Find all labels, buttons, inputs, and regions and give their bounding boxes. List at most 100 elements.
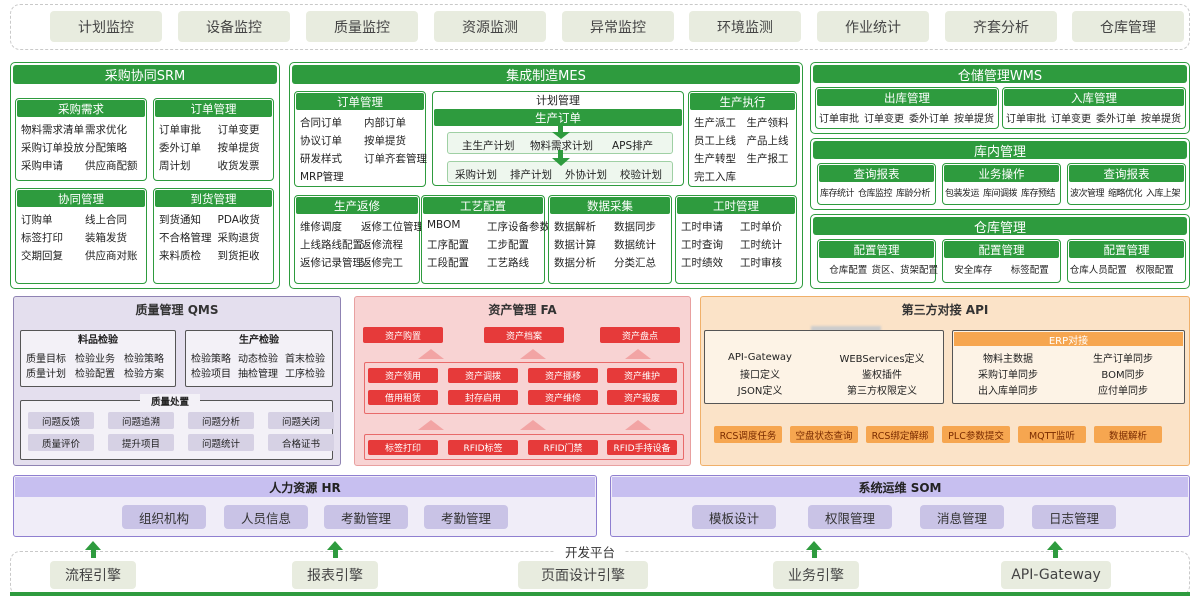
qms-handle-item: 质量评价 — [28, 434, 94, 451]
hr-item[interactable]: 组织机构 — [122, 505, 206, 529]
fa-bottom-item: RFID标签 — [448, 440, 518, 455]
hr-item[interactable]: 人员信息 — [224, 505, 308, 529]
srm-demand-item: 采购申请 — [21, 160, 63, 172]
som-item[interactable]: 日志管理 — [1032, 505, 1116, 529]
fa-mid2-item: 借用租赁 — [368, 390, 438, 405]
qms-item-check-box — [20, 330, 176, 387]
wms-inner-item: 库存统计 — [820, 189, 855, 199]
mes-rework-item: 返修工位管理 — [361, 221, 424, 233]
api-left-item: WEBServices定义 — [839, 353, 925, 365]
api-erp-item: 出入库单同步 — [978, 385, 1038, 397]
api-erp-item: 物料主数据 — [983, 353, 1033, 365]
mes-data-item: 数据计算 — [554, 239, 596, 251]
qms-item-check-item: 检验策略 — [124, 354, 164, 365]
srm-order-item: 按单提货 — [217, 142, 260, 154]
srm-order-item: 周计划 — [159, 160, 191, 172]
qms-prod-check-item: 检验策略 — [191, 354, 231, 365]
mes-title: 集成制造MES — [292, 65, 800, 84]
som-item[interactable]: 权限管理 — [808, 505, 892, 529]
wms-out-item: 订单审批 — [819, 114, 859, 125]
wms-title: 仓储管理WMS — [813, 65, 1187, 84]
top-tab-5[interactable]: 异常监控 — [562, 11, 674, 42]
top-tab-9[interactable]: 仓库管理 — [1072, 11, 1184, 42]
wms-inner-item: 仓库监控 — [858, 189, 893, 199]
fa-mid1-item: 资产调拨 — [448, 368, 518, 383]
platform-item[interactable]: 报表引擎 — [292, 561, 378, 589]
mes-exec-item: 生产转型 — [694, 153, 736, 165]
fa-mid2-item: 资产维修 — [528, 390, 598, 405]
fa-mid1-item: 资产维护 — [607, 368, 677, 383]
hr-item[interactable]: 考勤管理 — [424, 505, 508, 529]
top-tab-2[interactable]: 设备监控 — [178, 11, 290, 42]
top-tab-3[interactable]: 质量监控 — [306, 11, 418, 42]
mes-plan-sub: 生产订单 — [434, 109, 682, 126]
top-tab-7[interactable]: 作业统计 — [817, 11, 929, 42]
mes-data-item: 数据统计 — [614, 239, 656, 251]
api-left-item: JSON定义 — [737, 385, 783, 397]
srm-collab-item: 标签打印 — [21, 232, 63, 244]
platform-item[interactable]: 业务引擎 — [773, 561, 859, 589]
srm-arrival-item: 不合格管理 — [159, 232, 212, 244]
wms-inner-item: 包装发运 — [945, 189, 980, 199]
qms-prod-check-item: 工序检验 — [285, 369, 325, 380]
mes-hours-item: 工时统计 — [740, 239, 782, 251]
qms-handle-box — [20, 400, 333, 460]
srm-order-item: 订单审批 — [159, 124, 201, 136]
fa-mid2-item: 资产报废 — [607, 390, 677, 405]
fa-mid1-item: 资产领用 — [368, 368, 438, 383]
wms-wh-item: 安全库存 — [954, 265, 993, 276]
platform-item[interactable]: 页面设计引擎 — [518, 561, 648, 589]
platform-item[interactable]: 流程引擎 — [50, 561, 136, 589]
mes-plan-row2-item: 采购计划 — [455, 169, 497, 181]
plan-arrow-stem-1 — [558, 126, 563, 134]
top-tab-6[interactable]: 环境监测 — [689, 11, 801, 42]
mes-order-item: 内部订单 — [364, 117, 406, 129]
mes-exec-item: 生产领料 — [746, 117, 789, 129]
srm-arrival-item: 来料质检 — [159, 250, 201, 262]
wms-warehouse-title: 仓库管理 — [813, 217, 1187, 236]
hr-item[interactable]: 考勤管理 — [324, 505, 408, 529]
srm-arrival-item: 到货通知 — [159, 214, 201, 226]
qms-prod-check-item: 动态检验 — [238, 354, 278, 365]
mes-process-item: 工段配置 — [427, 257, 469, 269]
srm-demand-item: 分配策略 — [85, 142, 127, 154]
srm-arrival-title: 到货管理 — [155, 190, 272, 207]
wms-out-title: 出库管理 — [817, 89, 997, 106]
api-left-item: 鉴权插件 — [862, 369, 902, 381]
fa-up-arrow — [520, 420, 546, 430]
mes-plan-row1-item: 物料需求计划 — [530, 140, 593, 152]
api-erp-item: BOM同步 — [1101, 369, 1145, 381]
som-title: 系统运维 SOM — [612, 477, 1188, 497]
som-item[interactable]: 消息管理 — [920, 505, 1004, 529]
platform-up-arrow — [806, 541, 822, 550]
top-tab-8[interactable]: 齐套分析 — [945, 11, 1057, 42]
api-chip: 数据解析 — [1094, 426, 1162, 443]
som-item[interactable]: 模板设计 — [692, 505, 776, 529]
mes-order-title: 订单管理 — [296, 93, 424, 110]
platform-title: 开发平台 — [555, 543, 625, 560]
wms-inner-item: 库龄分析 — [896, 189, 931, 199]
qms-item-check-item: 检验配置 — [75, 369, 115, 380]
wms-wh-item: 仓库人员配置 — [1069, 265, 1127, 276]
mes-data-title: 数据采集 — [550, 197, 670, 214]
mes-process-item: 工艺路线 — [487, 257, 529, 269]
top-tab-1[interactable]: 计划监控 — [50, 11, 162, 42]
wms-wh-item: 权限配置 — [1135, 265, 1174, 276]
platform-up-arrow-stem — [90, 550, 96, 558]
platform-item[interactable]: API-Gateway — [1001, 561, 1111, 589]
platform-up-arrow — [85, 541, 101, 550]
srm-demand-item: 物料需求清单 — [21, 124, 84, 136]
mes-hours-item: 工时申请 — [681, 221, 723, 233]
fa-mid-box — [364, 362, 684, 414]
qms-handle-item: 问题追溯 — [108, 412, 174, 429]
wms-wh-item: 货区、货架配置 — [871, 265, 939, 276]
wms-inner-group-title: 业务操作 — [944, 165, 1059, 182]
mes-hours-item: 工时单价 — [740, 221, 782, 233]
top-tab-4[interactable]: 资源监测 — [434, 11, 546, 42]
qms-prod-check-box — [185, 330, 333, 387]
qms-handle-item: 问题反馈 — [28, 412, 94, 429]
mes-process-title: 工艺配置 — [423, 197, 543, 214]
mes-process-item: 工序设备参数配置 — [487, 221, 571, 233]
mes-data-item: 数据解析 — [554, 221, 596, 233]
plan-arrow-1 — [552, 132, 570, 139]
